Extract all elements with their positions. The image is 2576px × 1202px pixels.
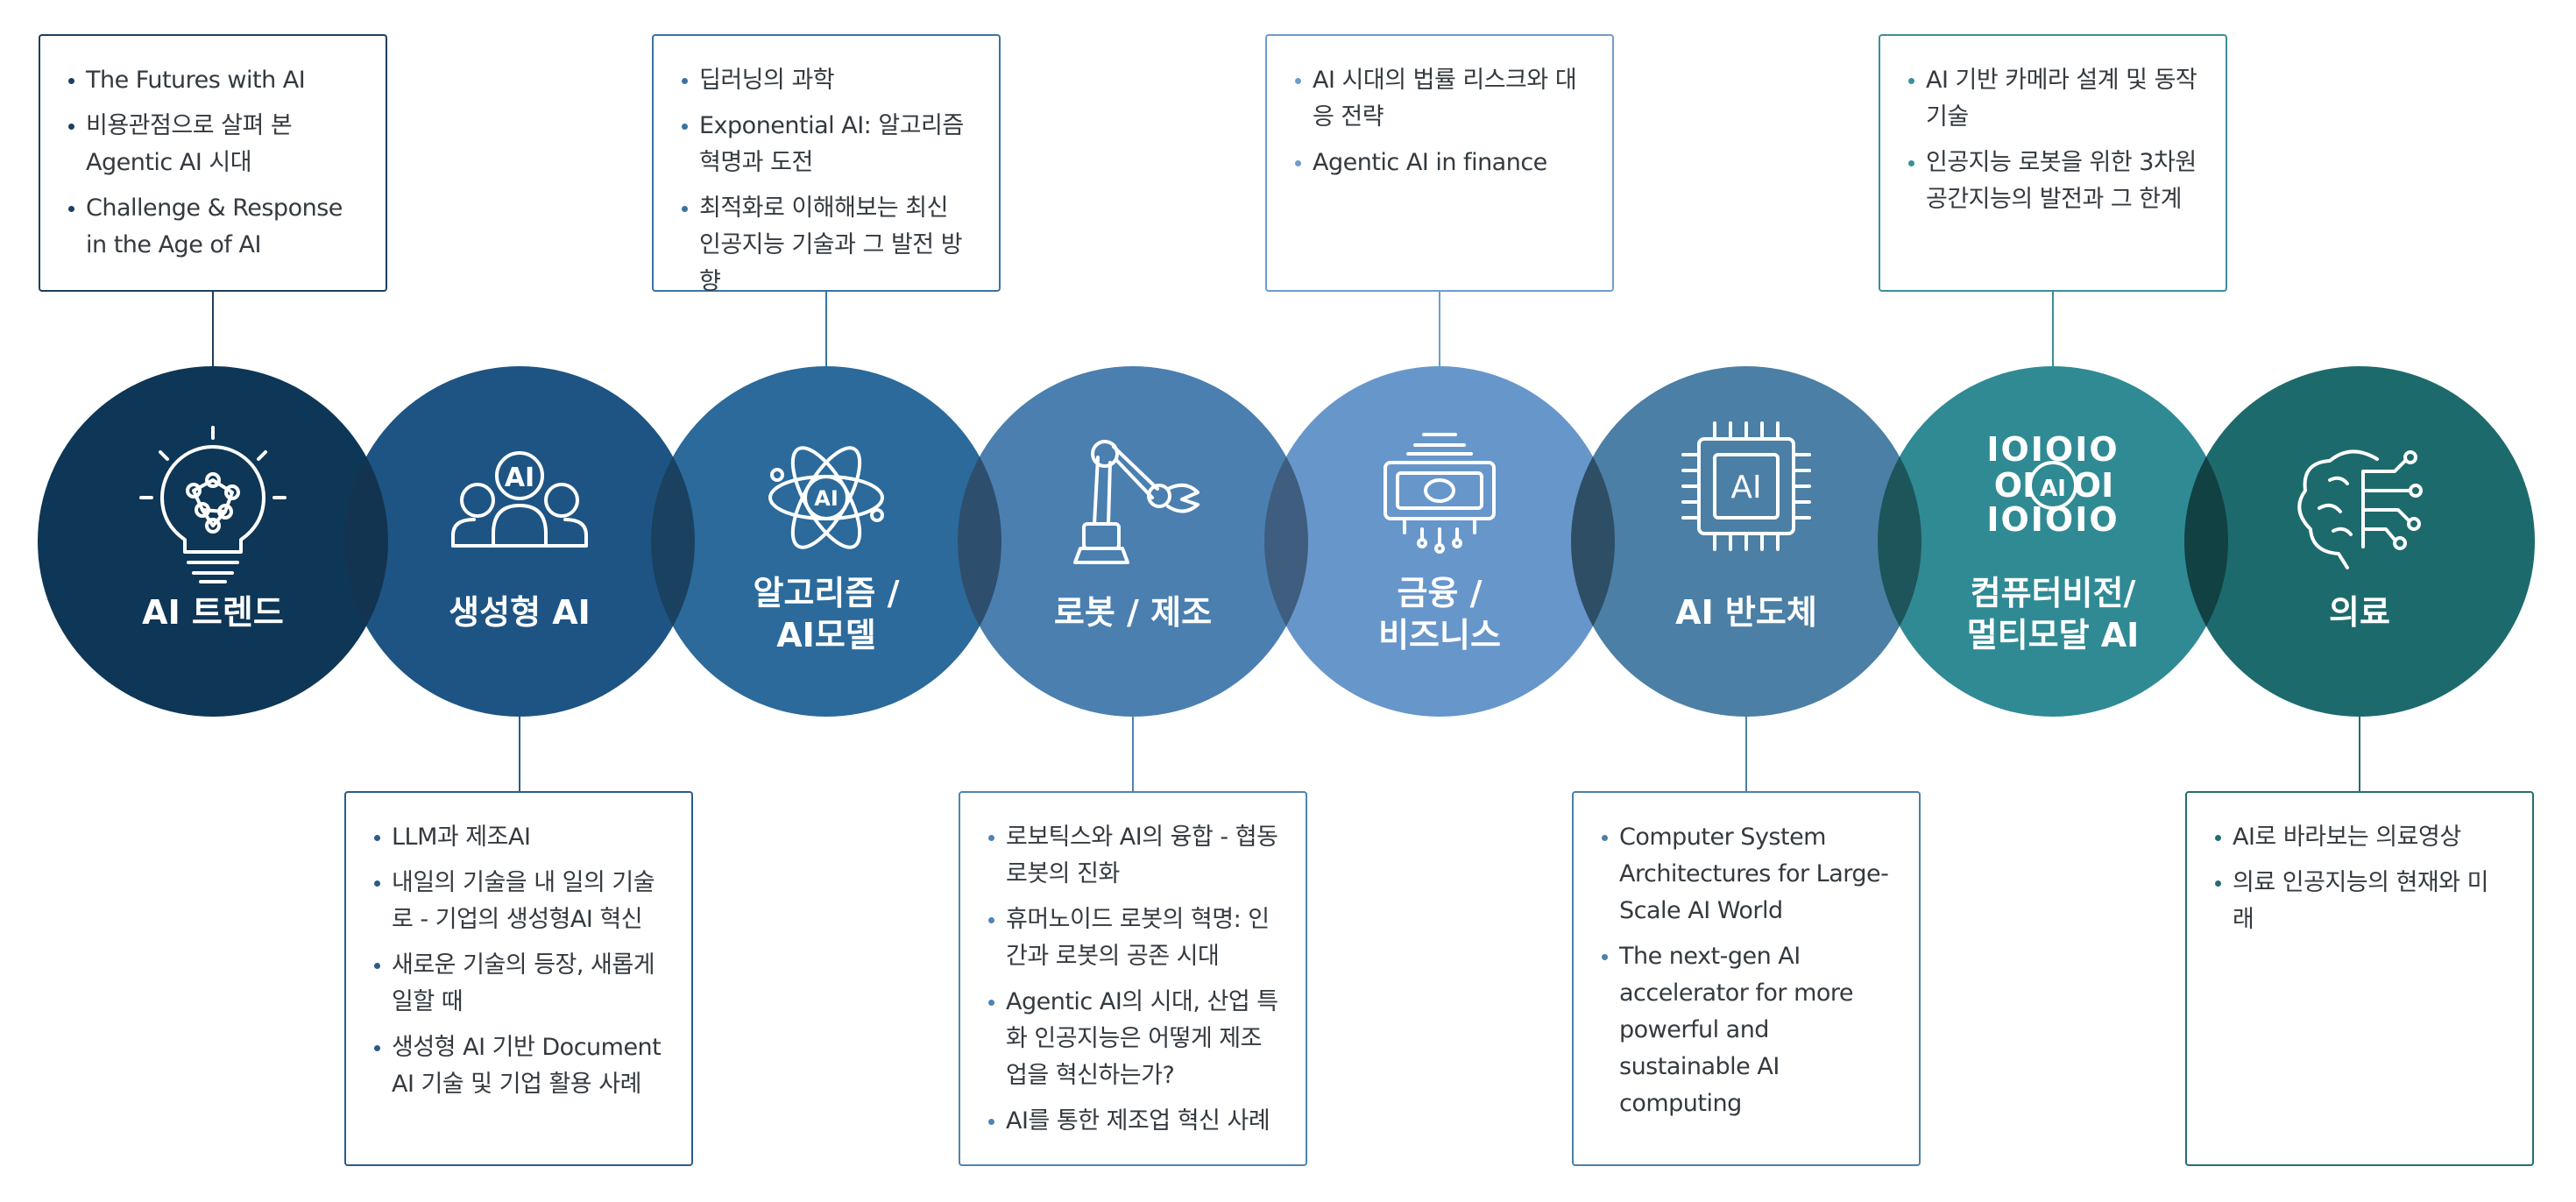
category-label-chip: AI 반도체 [1675,593,1817,632]
category-circle-medical [2184,366,2535,717]
connector-line-algo [825,292,827,366]
topic-box-genai: LLM과 제조AI 내일의 기술을 내 일의 기술로 - 기업의 생성형AI 혁신… [344,791,693,1166]
topic-item: AI 시대의 법률 리스크와 대응 전략 [1290,62,1589,136]
connector-line-vision [2052,292,2054,366]
category-label-trend: AI 트렌드 [142,593,284,632]
topic-list: Computer System Architectures for Large-… [1596,819,1896,1122]
category-circle-robot [958,366,1308,717]
topic-item: 생성형 AI 기반 Document AI 기술 및 기업 활용 사례 [369,1029,669,1103]
lightbulb-brain-icon [139,426,287,583]
topic-box-trend: The Futures with AI 비용관점으로 살펴 본 Agentic A… [39,34,387,292]
category-circle-vision [1878,366,2228,717]
money-tech-icon [1384,433,1496,554]
topic-item: Challenge & Response in the Age of AI [63,190,363,264]
robot-arm-icon [1073,440,1200,564]
category-circle-algo [651,366,1001,717]
connector-line-trend [212,292,214,366]
topic-item: AI로 바라보는 의료영상 [2210,819,2509,856]
topic-item: 로보틱스와 AI의 융합 - 협동 로봇의 진화 [983,819,1283,893]
topic-item: The Futures with AI [63,62,363,99]
topic-item: Agentic AI의 시대, 산업 특화 인공지능은 어떻게 제조업을 혁신하… [983,984,1283,1094]
ai-chip-icon: AI [1681,421,1811,551]
topic-list: The Futures with AI 비용관점으로 살펴 본 Agentic A… [63,62,363,264]
topic-item: 딥러닝의 과학 [676,62,976,99]
svg-text:AI: AI [1730,470,1761,506]
topic-item: 휴머노이드 로봇의 혁명: 인간과 로봇의 공존 시대 [983,902,1283,975]
ai-people-icon: AI [451,451,588,548]
topic-item: 최적화로 이해해보는 최신 인공지능 기술과 그 발전 방향 [676,190,976,300]
topic-item: AI 기반 카메라 설계 및 동작 기술 [1903,62,2203,136]
connector-line-medical [2359,717,2360,791]
topic-item: Exponential AI: 알고리즘 혁명과 도전 [676,108,976,181]
connector-line-robot [1132,717,1134,791]
svg-text:OI: OI [1994,466,2035,505]
topic-item: AI를 통한 제조업 혁신 사례 [983,1103,1283,1140]
category-label-algo: 알고리즘 /AI모델 [754,574,900,654]
topic-item: 새로운 기술의 등장, 새롭게 일할 때 [369,947,669,1021]
category-label-vision: 컴퓨터비전/멀티모달 AI [1967,574,2140,654]
svg-text:AI: AI [2040,476,2066,502]
topic-item: Agentic AI in finance [1290,145,1589,181]
topic-item: Computer System Architectures for Large-… [1596,819,1896,930]
topic-item: 비용관점으로 살펴 본 Agentic AI 시대 [63,108,363,181]
topic-box-finance: AI 시대의 법률 리스크와 대응 전략 Agentic AI in financ… [1265,34,1614,292]
topic-item: 인공지능 로봇을 위한 3차원 공간지능의 발전과 그 한계 [1903,145,2203,218]
category-label-robot: 로봇 / 제조 [1054,593,1212,632]
svg-text:IOIOIO: IOIOIO [1986,500,2119,539]
svg-text:AI: AI [814,486,839,511]
topic-list: AI 시대의 법률 리스크와 대응 전략 Agentic AI in financ… [1290,62,1589,181]
brain-circuit-icon [2297,449,2423,569]
svg-text:AI: AI [505,463,534,493]
topic-list: LLM과 제조AI 내일의 기술을 내 일의 기술로 - 기업의 생성형AI 혁신… [369,819,669,1103]
topic-item: 의료 인공지능의 현재와 미래 [2210,865,2509,938]
connector-line-genai [519,717,520,791]
connector-line-chip [1745,717,1747,791]
category-label-medical: 의료 [2329,593,2390,632]
topic-item: LLM과 제조AI [369,819,669,856]
topic-item: 내일의 기술을 내 일의 기술로 - 기업의 생성형AI 혁신 [369,865,669,938]
category-circle-trend [38,366,388,717]
topic-item: The next-gen AI accelerator for more pow… [1596,938,1896,1122]
svg-text:OI: OI [2073,466,2113,505]
category-circle-genai [344,366,695,717]
ai-atom-icon: AI [768,446,884,549]
category-label-finance: 금융 /비즈니스 [1378,574,1501,654]
topic-box-chip: Computer System Architectures for Large-… [1572,791,1921,1166]
category-label-genai: 생성형 AI [449,593,591,632]
connector-line-finance [1439,292,1440,366]
